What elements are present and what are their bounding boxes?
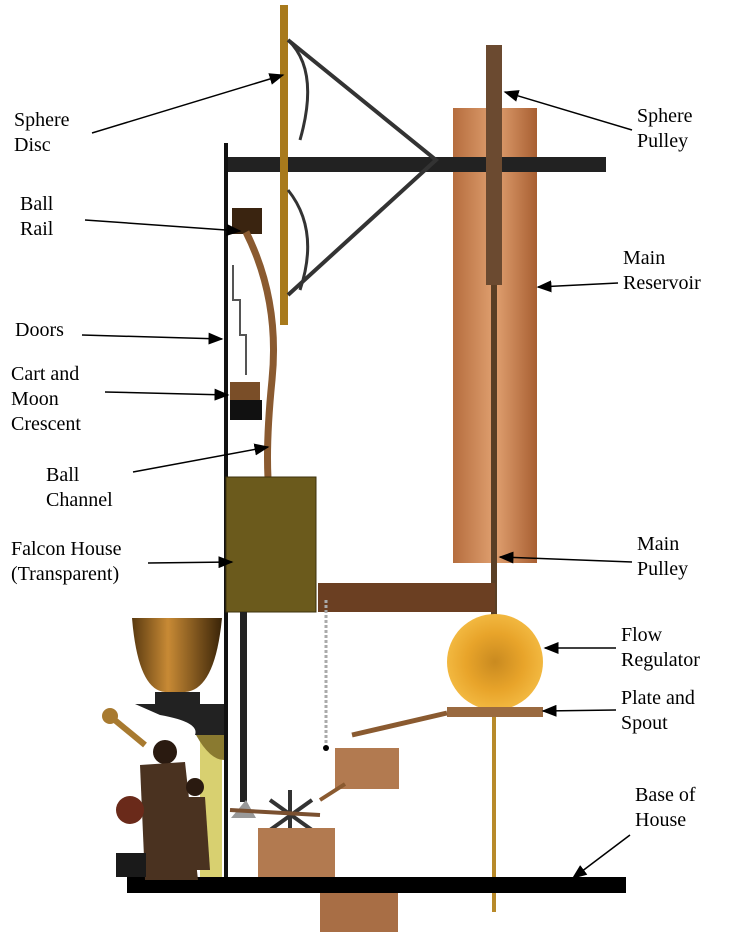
base-of-house	[127, 877, 626, 893]
top-beam	[226, 157, 606, 172]
doors	[232, 265, 247, 375]
flow-regulator	[447, 614, 543, 710]
label-doors: Doors	[15, 319, 64, 341]
sphere-pulley	[486, 45, 502, 912]
ball-channel	[242, 230, 277, 479]
sphere-disc	[280, 5, 440, 325]
spout	[351, 710, 448, 738]
musician-figures	[102, 708, 210, 880]
falcon-house	[225, 476, 317, 613]
middle-beam	[318, 583, 495, 612]
cart	[230, 382, 262, 420]
label-falcon-house: Falcon House(Transparent)	[11, 538, 122, 585]
plate	[447, 707, 543, 717]
label-arrows	[81, 73, 633, 879]
